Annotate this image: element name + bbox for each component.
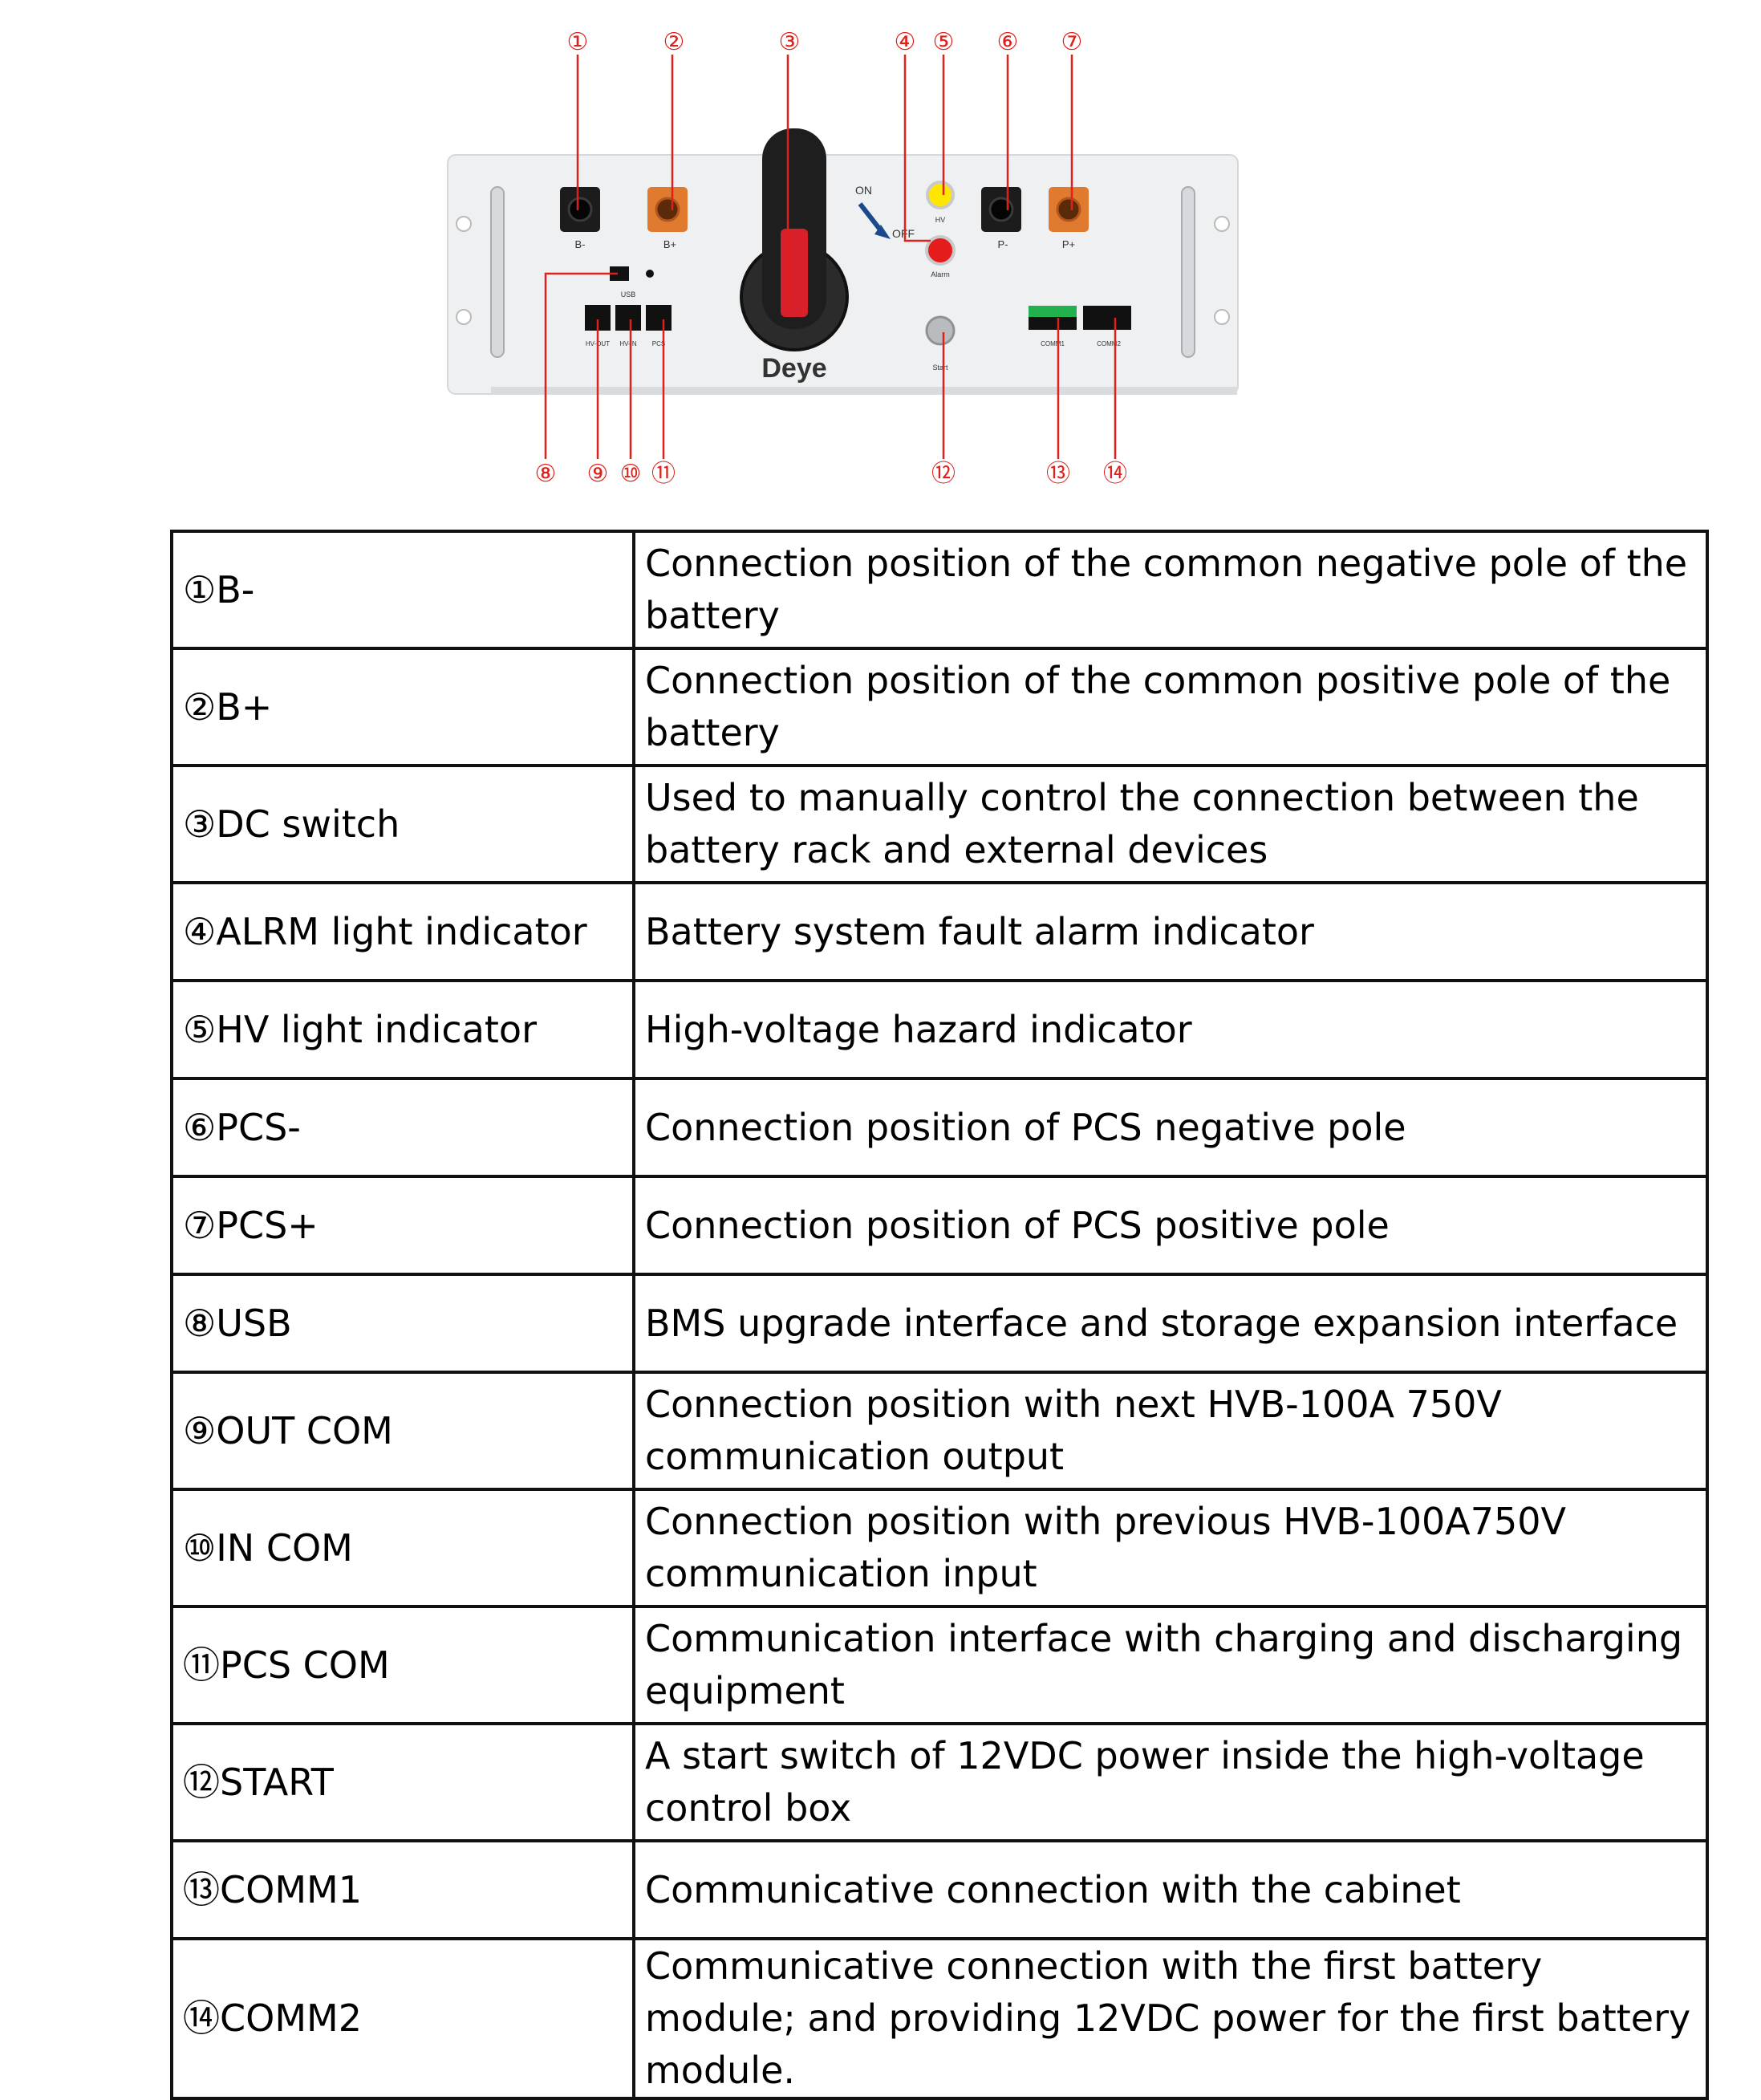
dc-switch-red-window	[781, 229, 808, 317]
on-off-arrowhead-icon	[874, 225, 891, 239]
component-term: ⑦PCS+	[170, 1175, 635, 1276]
pcs-label: PCS	[652, 340, 665, 347]
component-term: ②B+	[170, 647, 635, 767]
table-row: ⑥PCS- Connection position of PCS negativ…	[170, 1077, 1709, 1178]
callout-7: ⑦	[1061, 28, 1083, 56]
component-description: Connection position with next HVB-100A 7…	[632, 1371, 1709, 1491]
callout-3: ③	[779, 28, 801, 56]
callout-1: ①	[567, 28, 589, 56]
table-row: ⑤HV light indicator High-voltage hazard …	[170, 979, 1709, 1080]
table-row: ⑧USB BMS upgrade interface and storage e…	[170, 1273, 1709, 1374]
usb-port	[610, 266, 629, 281]
p-minus-socket	[988, 197, 1014, 222]
hv-in-label: HV-IN	[619, 340, 637, 347]
component-term: ⑨OUT COM	[170, 1371, 635, 1491]
component-term: ⑪PCS COM	[170, 1605, 635, 1725]
component-term: ③DC switch	[170, 764, 635, 884]
hv-in-port	[615, 305, 641, 331]
panel-bottom-edge	[491, 387, 1237, 395]
component-description: Connection position of the common negati…	[632, 530, 1709, 650]
table-row: ⑫START A start switch of 12VDC power ins…	[170, 1722, 1709, 1842]
component-description: High-voltage hazard indicator	[632, 979, 1709, 1080]
component-term: ⑩IN COM	[170, 1488, 635, 1608]
p-minus-label: P-	[998, 238, 1008, 250]
callout-11: ⑪	[651, 460, 676, 488]
component-description: Communicative connection with the cabine…	[632, 1839, 1709, 1940]
left-handle	[490, 186, 505, 358]
right-handle	[1181, 186, 1195, 358]
component-description: Communicative connection with the first …	[632, 1937, 1709, 2100]
mounting-hole	[1214, 216, 1230, 232]
component-term: ⑭COMM2	[170, 1937, 635, 2100]
mounting-hole	[456, 309, 472, 325]
component-term: ⑧USB	[170, 1273, 635, 1374]
hv-light	[926, 181, 955, 209]
component-term: ①B-	[170, 530, 635, 650]
on-label: ON	[855, 184, 872, 197]
usb-label: USB	[621, 290, 636, 299]
callout-13: ⑬	[1046, 460, 1070, 488]
component-term: ⑤HV light indicator	[170, 979, 635, 1080]
comm2-label: COMM2	[1097, 340, 1121, 347]
table-row: ⑬COMM1 Communicative connection with the…	[170, 1839, 1709, 1940]
callout-6: ⑥	[997, 28, 1019, 56]
component-description: Connection position of the common positi…	[632, 647, 1709, 767]
hv-label: HV	[935, 216, 946, 224]
table-row: ③DC switch Used to manually control the …	[170, 764, 1709, 884]
alarm-label: Alarm	[931, 270, 950, 278]
component-description: Used to manually control the connection …	[632, 764, 1709, 884]
p-plus-socket	[1056, 197, 1081, 222]
component-table: ①B- Connection position of the common ne…	[170, 530, 1709, 2100]
start-label: Start	[932, 364, 948, 372]
table-row: ⑩IN COM Connection position with previou…	[170, 1488, 1709, 1608]
table-row: ⑭COMM2 Communicative connection with the…	[170, 1937, 1709, 2100]
component-description: Connection position with previous HVB-10…	[632, 1488, 1709, 1608]
table-row: ⑦PCS+ Connection position of PCS positiv…	[170, 1175, 1709, 1276]
p-plus-label: P+	[1062, 238, 1075, 250]
callout-2: ②	[663, 28, 685, 56]
component-term: ⑥PCS-	[170, 1077, 635, 1178]
component-description: Connection position of PCS positive pole	[632, 1175, 1709, 1276]
callout-14: ⑭	[1103, 460, 1127, 488]
table-row: ②B+ Connection position of the common po…	[170, 647, 1709, 767]
component-description: Connection position of PCS negative pole	[632, 1077, 1709, 1178]
control-panel-diagram: B- B+ USB HV-OUT HV-IN PCS ON OFF Deye H…	[447, 28, 1239, 488]
b-minus-label: B-	[575, 238, 586, 250]
component-description: Battery system fault alarm indicator	[632, 881, 1709, 982]
mounting-hole	[1214, 309, 1230, 325]
component-description: A start switch of 12VDC power inside the…	[632, 1722, 1709, 1842]
b-minus-socket	[567, 197, 593, 222]
comm1-green-strip	[1029, 306, 1077, 317]
b-plus-label: B+	[663, 238, 676, 250]
callout-8: ⑧	[535, 460, 557, 488]
component-description: BMS upgrade interface and storage expans…	[632, 1273, 1709, 1374]
callout-9: ⑨	[587, 460, 609, 488]
component-term: ④ALRM light indicator	[170, 881, 635, 982]
b-plus-socket	[655, 197, 680, 222]
callout-5: ⑤	[933, 28, 955, 56]
component-description: Communication interface with charging an…	[632, 1605, 1709, 1725]
callout-10: ⑩	[620, 460, 642, 488]
mounting-hole	[456, 216, 472, 232]
deye-logo: Deye	[761, 353, 826, 384]
callout-12: ⑫	[931, 460, 956, 488]
table-row: ⑨OUT COM Connection position with next H…	[170, 1371, 1709, 1491]
callout-lines	[544, 55, 1117, 459]
comm2-port	[1083, 306, 1131, 330]
start-button	[925, 315, 956, 346]
alarm-light	[925, 235, 956, 266]
callout-4: ④	[895, 28, 916, 56]
table-row: ⑪PCS COM Communication interface with ch…	[170, 1605, 1709, 1725]
pcs-port	[646, 305, 672, 331]
component-term: ⑫START	[170, 1722, 635, 1842]
comm1-label: COMM1	[1041, 340, 1065, 347]
component-term: ⑬COMM1	[170, 1839, 635, 1940]
usb-dot	[646, 270, 654, 278]
table-row: ④ALRM light indicator Battery system fau…	[170, 881, 1709, 982]
off-label: OFF	[892, 227, 915, 240]
table-row: ①B- Connection position of the common ne…	[170, 530, 1709, 650]
